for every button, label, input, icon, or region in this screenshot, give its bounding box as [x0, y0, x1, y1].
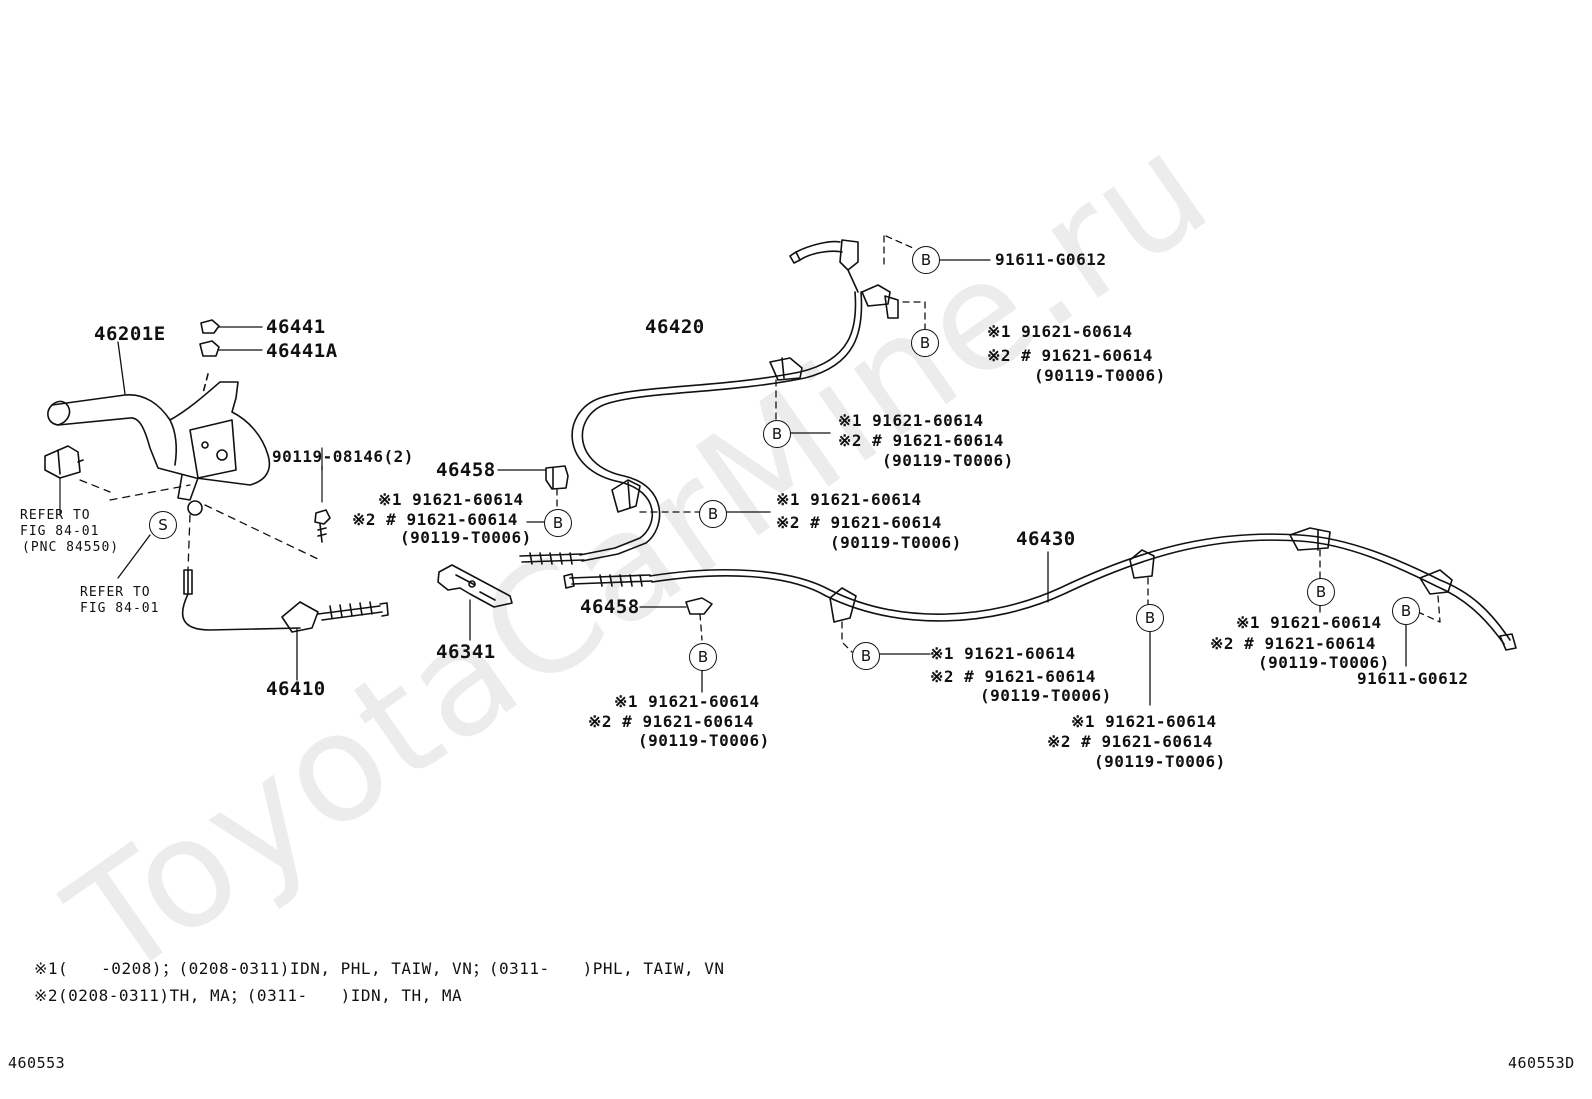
callout-b-line2: ※2 # 91621-60614 — [838, 431, 1004, 450]
symbol-b-46420-mid: B — [763, 420, 791, 448]
symbol-b-46458-upper: B — [544, 509, 572, 537]
label-46458-upper: 46458 — [436, 459, 496, 481]
symbol-b-upper-bracket: B — [911, 329, 939, 357]
symbol-b-46420-low: B — [699, 500, 727, 528]
callout-c-line2: ※2 # 91621-60614 — [352, 510, 518, 529]
label-90119-08146: 90119-08146(2) — [272, 447, 414, 466]
symbol-b-46458-lower: B — [689, 643, 717, 671]
callout-f-line3: (90119-T0006) — [638, 731, 770, 750]
callout-e-line3: (90119-T0006) — [980, 686, 1112, 705]
callout-c-line1: ※1 91621-60614 — [378, 490, 524, 509]
symbol-s: S — [149, 511, 177, 539]
callout-h-line2: ※2 # 91621-60614 — [1210, 634, 1376, 653]
sheet-id-right: 460553D — [1508, 1054, 1575, 1072]
cable-46410 — [181, 569, 389, 633]
lever-assembly-46201e — [47, 381, 271, 516]
label-46441: 46441 — [266, 316, 326, 338]
label-46341: 46341 — [436, 641, 496, 663]
clip-46458-lower — [685, 597, 713, 641]
callout-g-line1: ※1 91621-60614 — [1071, 712, 1217, 731]
symbol-b-46430-right: B — [1307, 578, 1335, 606]
footnote-2: ※2(0208-0311)TH, MA；(0311- )IDN, TH, MA — [34, 986, 463, 1005]
label-46430: 46430 — [1016, 528, 1076, 550]
refer-to-s: REFER TO — [80, 585, 151, 600]
callout-g-line2: ※2 # 91621-60614 — [1047, 732, 1213, 751]
callout-f-line1: ※1 91621-60614 — [614, 692, 760, 711]
cable-46420 — [519, 239, 899, 565]
fig-84-01-left: FIG 84-01 — [20, 524, 100, 539]
bracket-46341 — [437, 564, 513, 608]
pnc-84550: (PNC 84550) — [22, 540, 120, 555]
bolt-part — [314, 447, 331, 543]
lever-dashes — [79, 479, 321, 571]
callout-d-line2: ※2 # 91621-60614 — [776, 513, 942, 532]
nut-parts — [199, 319, 220, 394]
refer-to-left: REFER TO — [20, 508, 91, 523]
label-46201e: 46201E — [94, 323, 166, 345]
callout-g-line3: (90119-T0006) — [1094, 752, 1226, 771]
callout-e-line1: ※1 91621-60614 — [930, 644, 1076, 663]
clip-46458-upper — [545, 465, 569, 490]
callout-b-line1: ※1 91621-60614 — [838, 411, 984, 430]
callout-b-line3: (90119-T0006) — [882, 451, 1014, 470]
symbol-b-46430-mid: B — [1136, 604, 1164, 632]
callout-d-line3: (90119-T0006) — [830, 533, 962, 552]
label-91611-g0612-top: 91611-G0612 — [995, 250, 1107, 269]
fig-84-01-s: FIG 84-01 — [80, 601, 160, 616]
label-46420: 46420 — [645, 316, 705, 338]
callout-f-line2: ※2 # 91621-60614 — [588, 712, 754, 731]
symbol-b-top: B — [912, 246, 940, 274]
symbol-b-right-end: B — [1392, 597, 1420, 625]
label-46410: 46410 — [266, 678, 326, 700]
footnote-1: ※1( -0208)；(0208-0311)IDN, PHL, TAIW, VN… — [34, 959, 725, 978]
label-46441a: 46441A — [266, 340, 338, 362]
callout-a-line3: (90119-T0006) — [1034, 366, 1166, 385]
symbol-b-46430-left: B — [852, 642, 880, 670]
switch-part — [44, 445, 84, 516]
callout-c-line3: (90119-T0006) — [400, 528, 532, 547]
callout-h-line1: ※1 91621-60614 — [1236, 613, 1382, 632]
callout-a-line1: ※1 91621-60614 — [987, 322, 1133, 341]
label-46458-lower: 46458 — [580, 596, 640, 618]
label-91611-g0612-right: 91611-G0612 — [1357, 669, 1469, 688]
sheet-id-left: 460553 — [8, 1054, 66, 1072]
callout-d-line1: ※1 91621-60614 — [776, 490, 922, 509]
callout-a-line2: ※2 # 91621-60614 — [987, 346, 1153, 365]
cable-46430 — [563, 527, 1517, 651]
callout-e-line2: ※2 # 91621-60614 — [930, 667, 1096, 686]
callout-h-line3: (90119-T0006) — [1258, 653, 1390, 672]
leaders — [117, 235, 1441, 706]
